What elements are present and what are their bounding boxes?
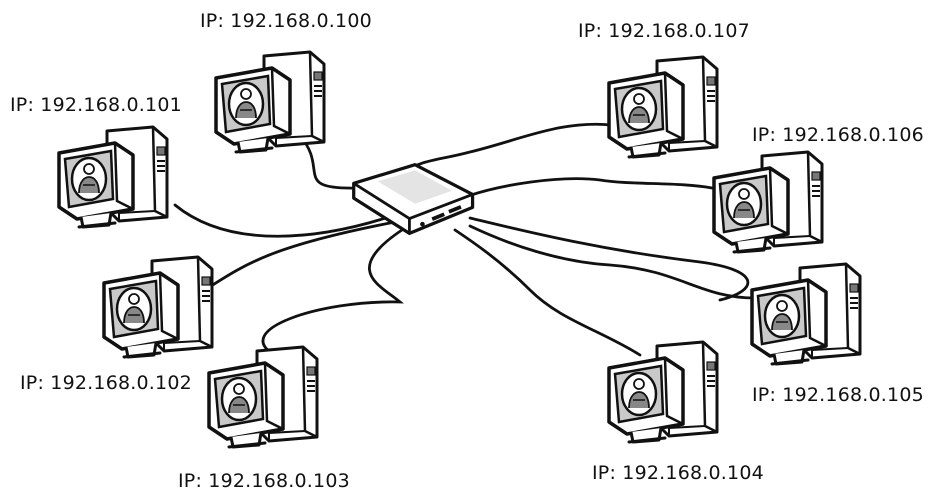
ip-label-102: IP: 192.168.0.102: [20, 372, 192, 394]
computer-icon-105: [752, 264, 860, 364]
cable-103: [263, 228, 405, 355]
cable-router-tail: [470, 218, 748, 300]
computer-icon-107: [609, 57, 717, 157]
cables: [175, 124, 755, 355]
computer-icon-104: [609, 342, 717, 442]
ip-label-103: IP: 192.168.0.103: [178, 470, 350, 492]
computer-icon-106: [714, 152, 822, 252]
ip-label-106: IP: 192.168.0.106: [752, 124, 924, 146]
ip-label-100: IP: 192.168.0.100: [200, 10, 372, 32]
cable-106: [468, 179, 712, 196]
cable-105: [470, 226, 755, 298]
cable-101: [175, 205, 395, 236]
computer-icon-102: [104, 257, 212, 357]
ip-label-104: IP: 192.168.0.104: [592, 462, 764, 484]
computer-icon-100: [216, 52, 324, 152]
cable-107: [405, 124, 612, 172]
computer-icon-103: [209, 347, 317, 447]
cable-102: [185, 222, 395, 302]
ip-label-105: IP: 192.168.0.105: [752, 384, 924, 406]
ip-label-107: IP: 192.168.0.107: [578, 20, 750, 42]
computer-icon-101: [59, 127, 167, 227]
ip-label-101: IP: 192.168.0.101: [10, 94, 182, 116]
